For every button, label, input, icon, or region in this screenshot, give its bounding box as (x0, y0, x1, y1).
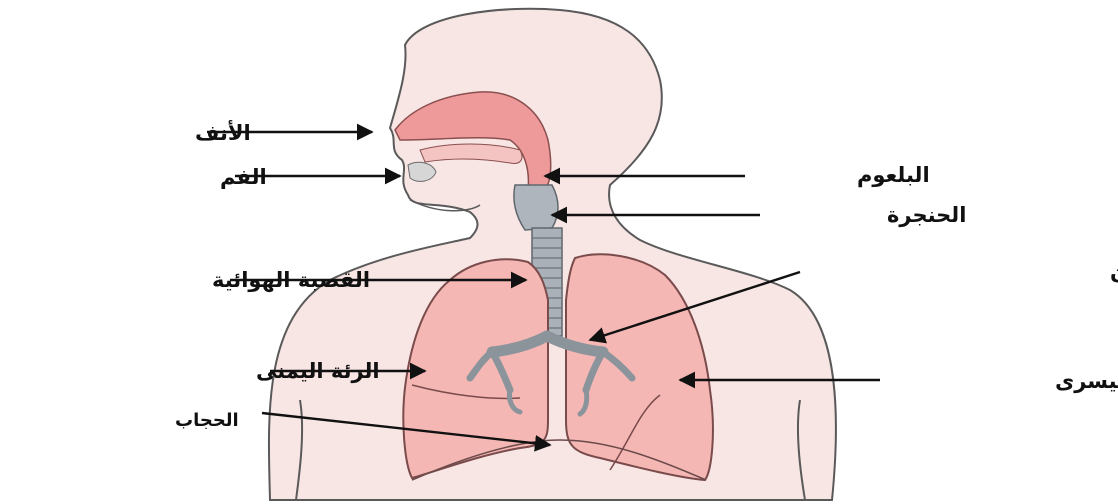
label-mouth: الفم (220, 165, 267, 189)
label-right-lung: الرئة اليمنى (256, 359, 380, 383)
label-larynx: الحنجرة (887, 203, 966, 227)
label-bronchi: الشعبتان الرئويتان (1110, 260, 1118, 284)
label-left-lung: الرئة اليسرى (1055, 369, 1118, 393)
label-nose: الأنف (195, 119, 251, 145)
larynx-shape (514, 185, 558, 230)
label-diaphragm: الحجاب (175, 410, 239, 431)
label-pharynx: البلعوم (857, 163, 930, 187)
label-trachea: القصبة الهوائية (212, 268, 370, 292)
